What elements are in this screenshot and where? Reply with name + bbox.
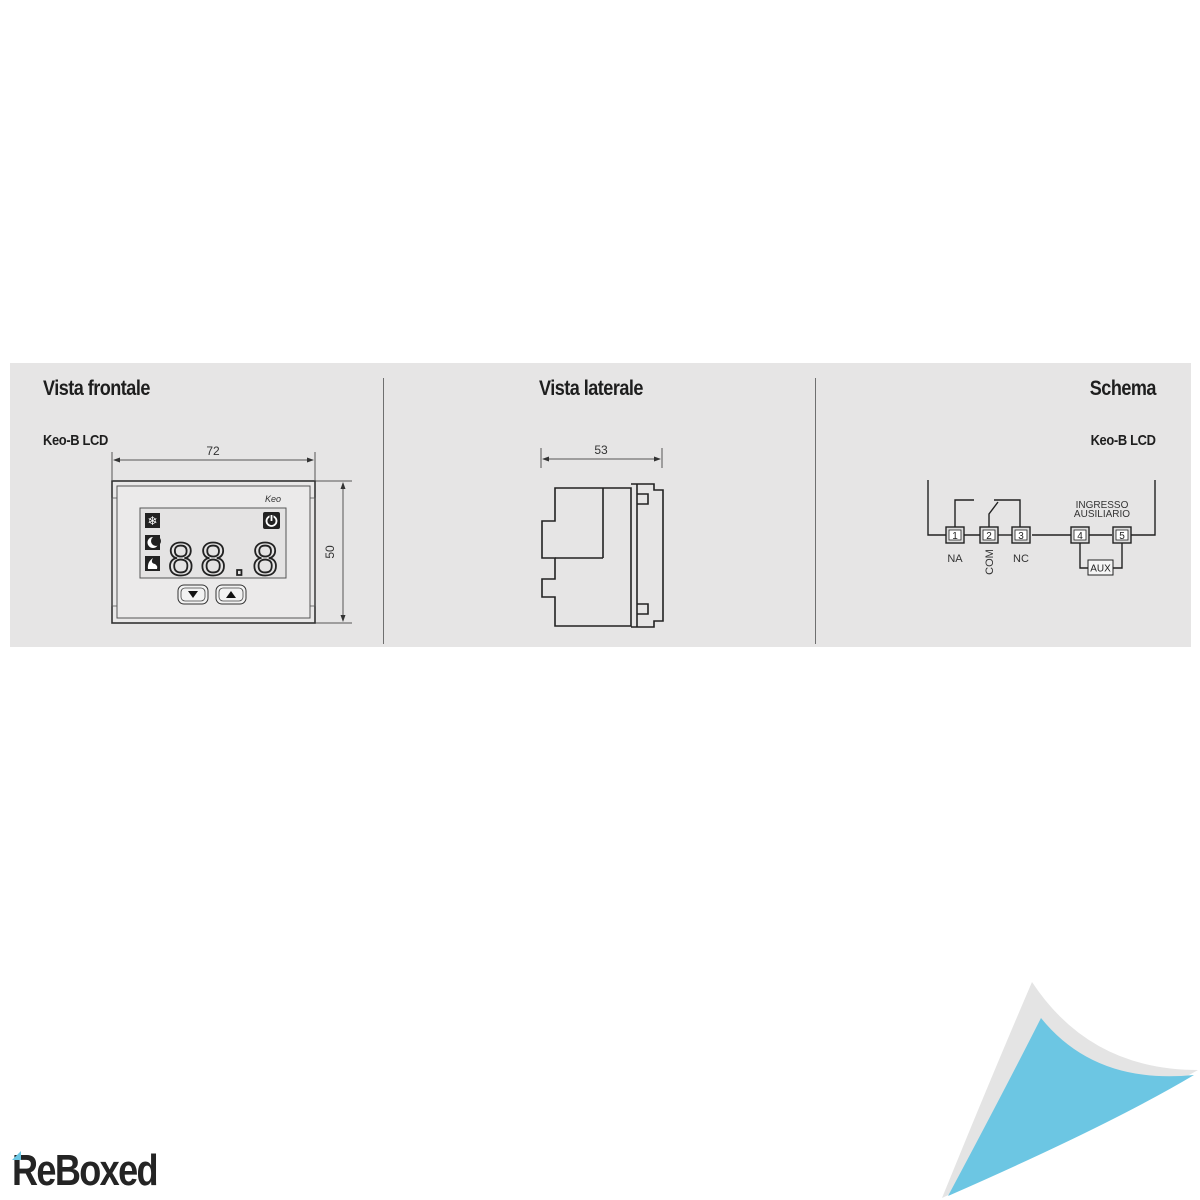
terminal-label-nc: NC (1013, 553, 1029, 565)
svg-text:3: 3 (1018, 531, 1024, 542)
flame-icon (145, 556, 160, 571)
reboxed-logo: ReBoxed (12, 1146, 159, 1195)
aux-input-label-line1: INGRESSO (1076, 500, 1129, 511)
terminal-5: 5 (1112, 526, 1132, 544)
terminal-label-na: NA (947, 553, 963, 565)
schema-title: Schema (1089, 377, 1157, 400)
brand-label: Keo (265, 494, 281, 504)
svg-text:1: 1 (952, 531, 958, 542)
height-dimension-label: 50 (323, 545, 337, 559)
svg-text:2: 2 (986, 531, 992, 542)
terminal-3: 3 (1011, 526, 1031, 544)
side-view-title: Vista laterale (539, 377, 643, 400)
section-divider (383, 378, 384, 644)
terminal-label-com: COM (984, 549, 996, 575)
svg-text:❄: ❄ (147, 514, 157, 528)
width-dimension-label: 72 (206, 444, 220, 458)
logo-accent-icon (12, 1151, 21, 1160)
terminal-4: 4 (1070, 526, 1090, 544)
aux-input-label-line2: AUSILIARIO (1074, 509, 1130, 520)
aux-box-label: AUX (1090, 564, 1111, 575)
up-arrow-icon (226, 591, 236, 598)
front-view-model: Keo-B LCD (43, 432, 108, 449)
snowflake-icon: ❄ (145, 513, 160, 528)
svg-text:4: 4 (1077, 531, 1083, 542)
terminal-1: 1 (945, 526, 965, 544)
side-view-drawing: 53 (540, 443, 664, 628)
page-curl-icon (942, 982, 1198, 1198)
up-button[interactable] (215, 584, 247, 605)
svg-text:5: 5 (1119, 531, 1125, 542)
lcd-screen (139, 507, 287, 579)
power-icon (263, 512, 280, 529)
schema-model: Keo-B LCD (1091, 432, 1156, 449)
lcd-digits: 88.8 (168, 533, 276, 585)
front-view-title: Vista frontale (43, 377, 150, 400)
down-button[interactable] (177, 584, 209, 605)
terminal-2: 2 (979, 526, 999, 544)
moon-icon (145, 535, 161, 550)
aux-box (1087, 559, 1114, 576)
wiring-schema: 1 2 3 4 5 NA COM NC INGRESSO AUSILIARIO … (927, 480, 1156, 576)
down-arrow-icon (188, 591, 198, 598)
section-divider (815, 378, 816, 644)
front-view-drawing: 72 50 Keo ❄ 88.8 (111, 444, 352, 624)
depth-dimension-label: 53 (594, 443, 608, 457)
